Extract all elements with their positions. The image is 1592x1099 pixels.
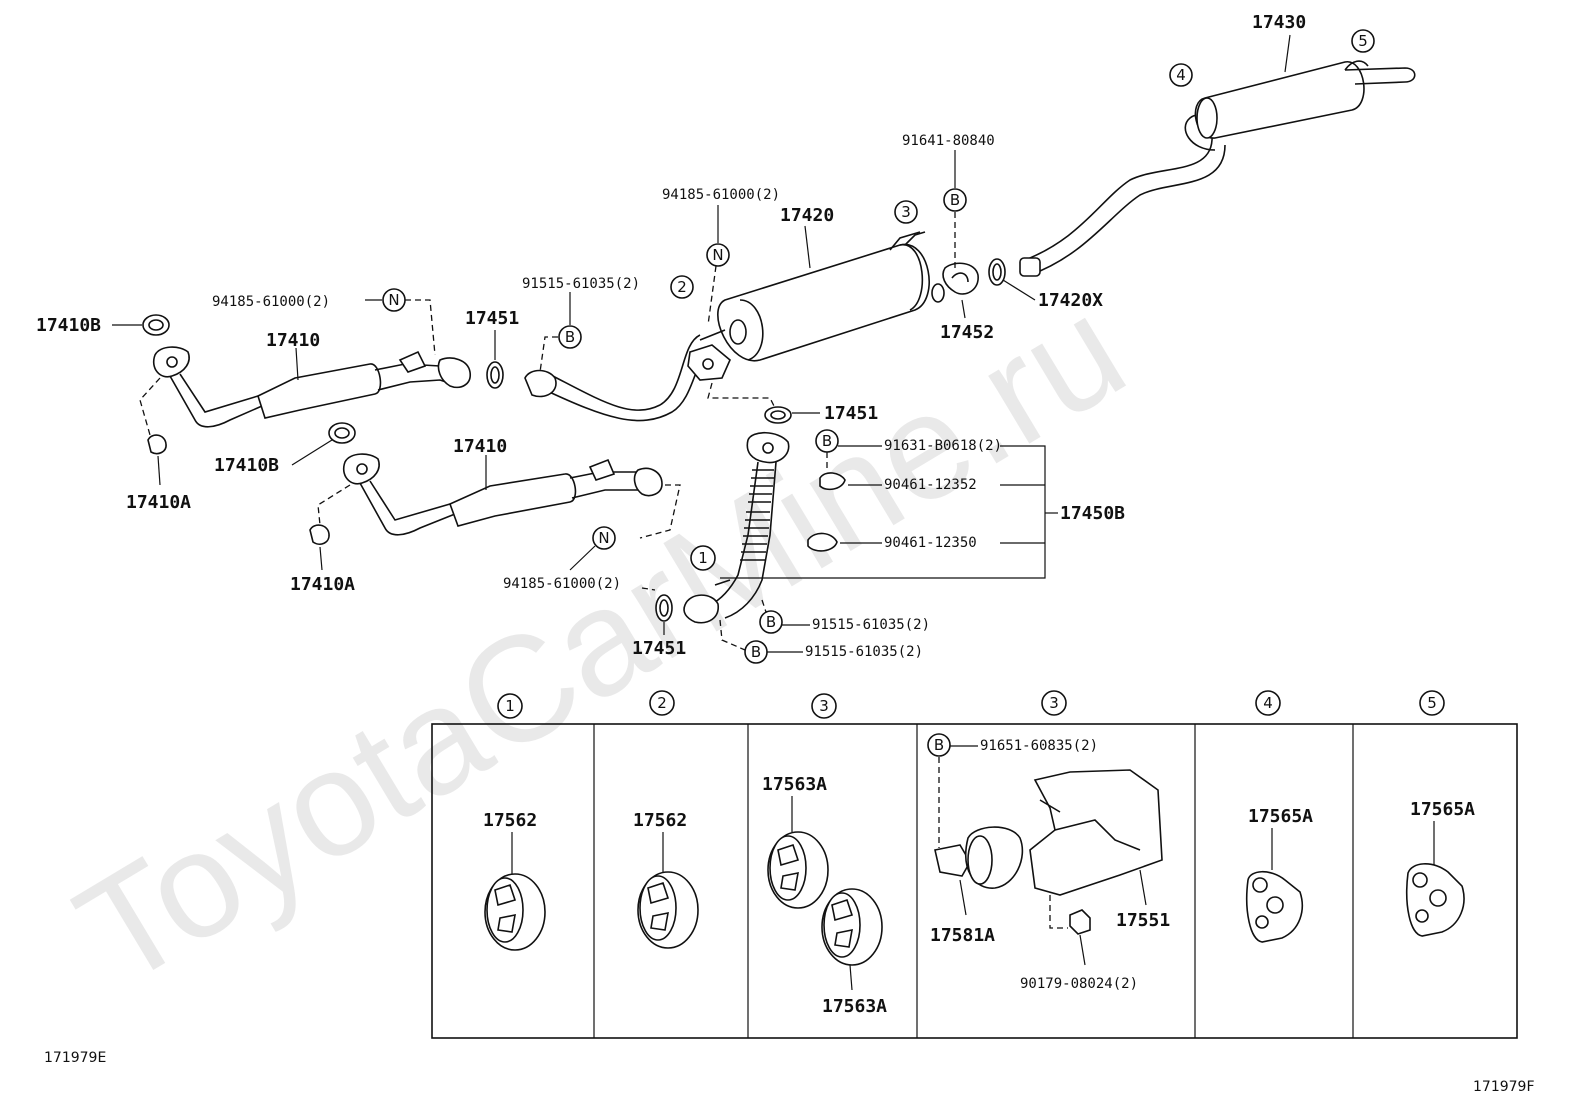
panel-4-index: 4 xyxy=(1263,694,1273,712)
label-94185-top-center: 94185-61000(2) xyxy=(662,187,780,203)
panel-1-index: 1 xyxy=(505,697,515,715)
footer-code-left: 171979E xyxy=(44,1050,106,1066)
label-17410-top: 17410 xyxy=(266,330,320,351)
symbol-n-left-top: N xyxy=(388,291,399,309)
label-17420x: 17420X xyxy=(1038,290,1103,311)
symbol-b-91515-top: B xyxy=(565,328,575,346)
label-91515-top: 91515-61035(2) xyxy=(522,276,640,292)
rubber-hanger-17562-b[interactable] xyxy=(637,871,699,949)
circled-3-top: 3 xyxy=(901,203,911,221)
label-94185-left-bottom: 94185-61000(2) xyxy=(503,576,621,592)
hanger-17452[interactable] xyxy=(942,262,979,295)
panel-3a-label-bottom: 17563A xyxy=(822,996,887,1017)
panel-5-label: 17565A xyxy=(1410,799,1475,820)
panel-1-label: 17562 xyxy=(483,810,537,831)
gasket-17420x[interactable] xyxy=(988,258,1006,286)
label-91515-mid: 91515-61035(2) xyxy=(812,617,930,633)
panel-3b-label-17551: 17551 xyxy=(1116,910,1170,931)
footer-code-right: 171979F xyxy=(1473,1079,1535,1095)
front-pipe-17410-top[interactable] xyxy=(153,346,471,428)
rubber-hanger-17565a-a[interactable] xyxy=(1245,870,1304,943)
rubber-hanger-17565a-b[interactable] xyxy=(1405,863,1465,937)
label-17410b-top: 17410B xyxy=(36,315,101,336)
panel-3b-label-91651: 91651-60835(2) xyxy=(980,738,1098,754)
panel-5-index: 5 xyxy=(1427,694,1437,712)
circled-1-top: 1 xyxy=(698,549,708,567)
gasket-17410b-bottom[interactable] xyxy=(328,422,356,444)
flex-pipe-17450b[interactable] xyxy=(683,431,790,624)
hanger-17581a[interactable] xyxy=(934,826,1024,889)
clamp-90461-12350[interactable] xyxy=(807,532,838,552)
label-17410-bottom: 17410 xyxy=(453,436,507,457)
intermediate-pipe[interactable] xyxy=(524,334,731,422)
panel-3a-index: 3 xyxy=(819,697,829,715)
label-90461-12350: 90461-12350 xyxy=(884,535,977,551)
symbol-b-91641: B xyxy=(950,191,960,209)
label-17410b-bottom: 17410B xyxy=(214,455,279,476)
gasket-17451-top[interactable] xyxy=(486,361,504,389)
rubber-hanger-17563a-bottom[interactable] xyxy=(821,888,883,966)
label-94185-left-top: 94185-61000(2) xyxy=(212,294,330,310)
label-17451-mid: 17451 xyxy=(824,403,878,424)
gasket-17451-bottom[interactable] xyxy=(655,594,673,622)
panel-3b-label-17581a: 17581A xyxy=(930,925,995,946)
detail-panels xyxy=(431,723,1518,1039)
front-pipe-17410-bottom[interactable] xyxy=(343,453,663,536)
rubber-hanger-17563a-top[interactable] xyxy=(767,831,829,909)
panel-2-index: 2 xyxy=(657,694,667,712)
panel-2-label: 17562 xyxy=(633,810,687,831)
watermark: ToyotaCarMine.ru xyxy=(50,264,1151,1018)
label-17450b: 17450B xyxy=(1060,503,1125,524)
label-91631-b0618: 91631-B0618(2) xyxy=(884,438,1002,454)
circled-2-top: 2 xyxy=(677,278,687,296)
label-17410a-top: 17410A xyxy=(126,492,191,513)
label-17430: 17430 xyxy=(1252,12,1306,33)
label-17410a-bottom: 17410A xyxy=(290,574,355,595)
circled-4: 4 xyxy=(1176,66,1186,84)
bolt-90179-08024[interactable] xyxy=(1069,909,1091,935)
gasket-17410b-top[interactable] xyxy=(142,314,170,336)
clamp-90461-12352[interactable] xyxy=(819,472,846,491)
label-17451-bottom: 17451 xyxy=(632,638,686,659)
label-17451-top: 17451 xyxy=(465,308,519,329)
panel-3a-label-top: 17563A xyxy=(762,774,827,795)
heat-insulator-17551[interactable] xyxy=(1029,769,1163,896)
symbol-b-91515-mid: B xyxy=(766,613,776,631)
gasket-17451-mid[interactable] xyxy=(764,406,792,424)
panel-4-label: 17565A xyxy=(1248,806,1313,827)
label-91515-bottom: 91515-61035(2) xyxy=(805,644,923,660)
symbol-b-91651: B xyxy=(934,736,944,754)
label-17452: 17452 xyxy=(940,322,994,343)
symbol-n-left-bottom: N xyxy=(598,529,609,547)
label-17420: 17420 xyxy=(780,205,834,226)
rubber-hanger-17562-a[interactable] xyxy=(484,873,546,951)
tail-muffler-17430[interactable] xyxy=(1019,60,1416,277)
symbol-b-91631: B xyxy=(822,432,832,450)
symbol-n-top-center: N xyxy=(712,246,723,264)
panel-3b-label-90179: 90179-08024(2) xyxy=(1020,976,1138,992)
panel-3b-index: 3 xyxy=(1049,694,1059,712)
nut-17410a-top[interactable] xyxy=(147,434,167,455)
symbol-b-91515-bottom: B xyxy=(751,643,761,661)
circled-5: 5 xyxy=(1358,32,1368,50)
center-muffler-17420[interactable] xyxy=(699,231,945,362)
nut-17410a-bottom[interactable] xyxy=(309,524,330,545)
label-90461-12352: 90461-12352 xyxy=(884,477,977,493)
label-91641-80840: 91641-80840 xyxy=(902,133,995,149)
